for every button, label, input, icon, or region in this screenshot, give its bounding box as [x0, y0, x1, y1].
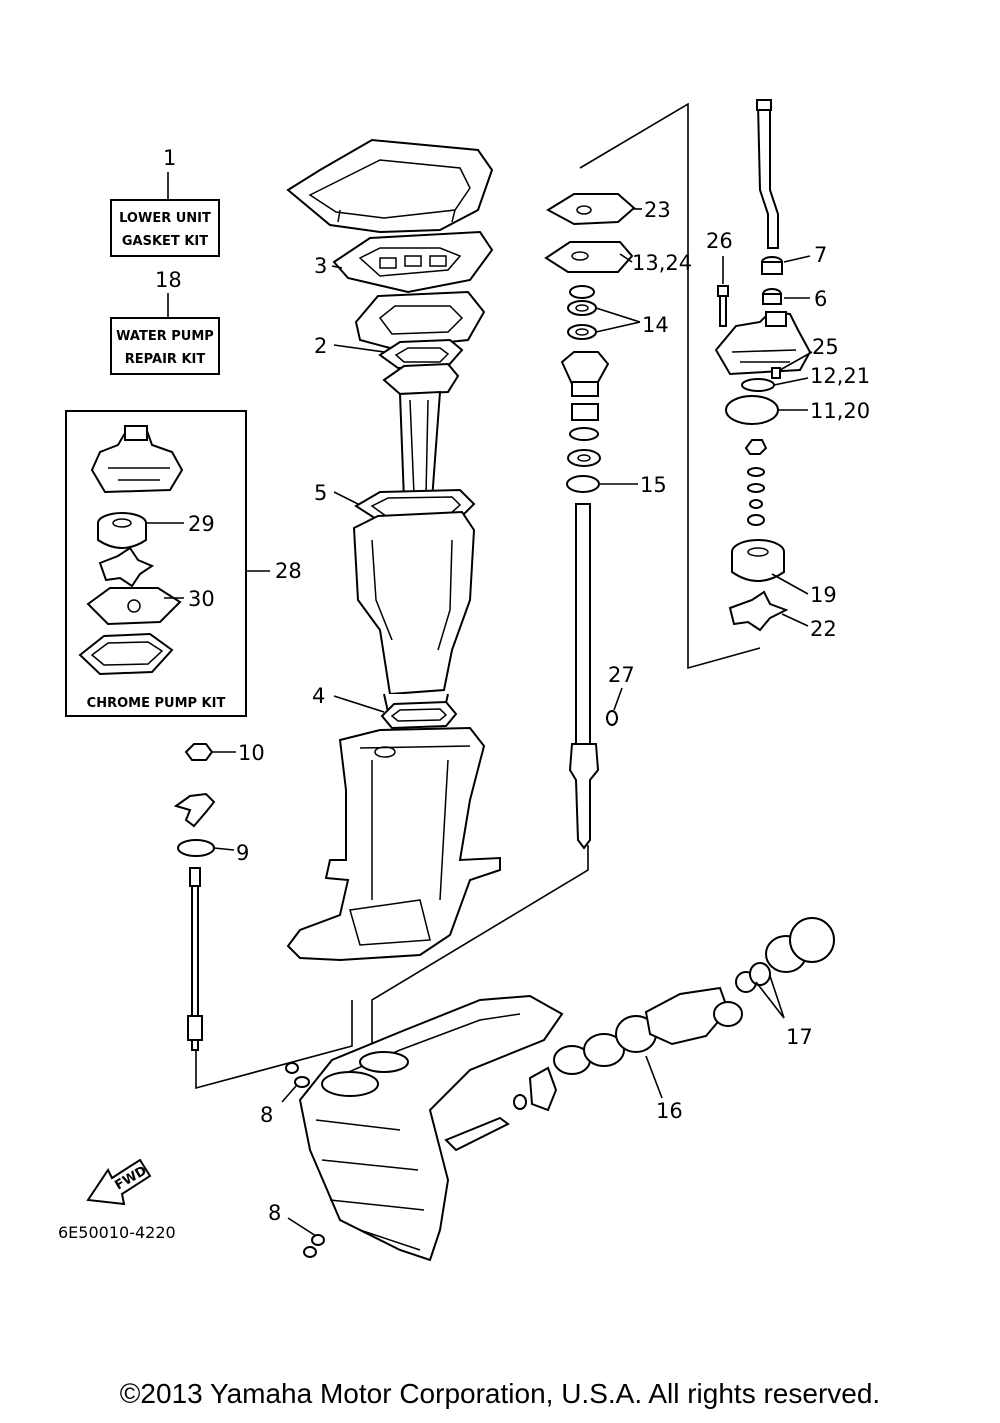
callout-6: 6 [814, 287, 827, 311]
callout-15: 15 [640, 473, 667, 497]
o-ring-15[interactable] [566, 475, 600, 493]
pump-small-parts[interactable] [744, 439, 768, 526]
grommet-6[interactable] [762, 288, 782, 305]
grommet-7[interactable] [761, 256, 783, 275]
plug-8a[interactable] [285, 1062, 310, 1088]
callout-25: 25 [812, 335, 839, 359]
bolt-26[interactable] [717, 285, 729, 327]
diagram-code: 6E50010-4220 [58, 1223, 176, 1242]
plug-8b[interactable] [303, 1234, 325, 1258]
drive-shaft-part[interactable] [568, 503, 600, 850]
gasket-13-24-part[interactable] [544, 241, 634, 273]
chrome-pump-kit[interactable]: CHROME PUMP KIT [65, 410, 247, 717]
callout-8b: 8 [268, 1201, 281, 1225]
seal-housing-part[interactable] [560, 351, 610, 397]
upper-casing-part[interactable] [352, 510, 476, 713]
impeller-22[interactable] [728, 590, 789, 632]
callout-14: 14 [642, 313, 669, 337]
collar-10[interactable] [184, 743, 214, 761]
callout-10: 10 [238, 741, 265, 765]
exhaust-guide-part[interactable] [382, 362, 460, 501]
outer-plate-part [86, 587, 182, 626]
callout-29: 29 [188, 512, 215, 536]
pin-25[interactable] [771, 367, 781, 379]
bushing-rings[interactable] [567, 403, 601, 467]
gasket-4-part[interactable] [380, 700, 458, 730]
fwd-arrow-icon: FWD [86, 1158, 152, 1206]
callout-3: 3 [314, 254, 327, 278]
impeller-part [98, 546, 155, 588]
pump-housing-part [90, 427, 184, 494]
callout-8a: 8 [260, 1103, 273, 1127]
o-ring-9[interactable] [177, 839, 215, 857]
callout-30: 30 [188, 587, 215, 611]
pump-housing-main[interactable] [714, 310, 812, 376]
lower-unit-kit-line1: LOWER UNIT [119, 211, 211, 226]
callout-17: 17 [786, 1025, 813, 1049]
callout-16: 16 [656, 1099, 683, 1123]
callout-11-20: 11,20 [810, 399, 870, 423]
callout-18: 18 [155, 268, 182, 292]
water-pump-kit-line1: WATER PUMP [116, 329, 214, 344]
shift-rod-lever[interactable] [173, 792, 216, 828]
water-pump-repair-kit[interactable]: 18 WATER PUMP REPAIR KIT [110, 268, 220, 375]
lower-unit-kit-line2: GASKET KIT [122, 234, 208, 249]
water-pump-kit-line2: REPAIR KIT [125, 352, 206, 367]
gear-case-part[interactable] [298, 994, 564, 1262]
callout-2: 2 [314, 334, 327, 358]
callout-4: 4 [312, 684, 325, 708]
callout-1: 1 [163, 146, 176, 170]
gasket-3-part[interactable] [332, 230, 494, 294]
callout-23: 23 [644, 198, 671, 222]
callout-13-24: 13,24 [632, 251, 692, 275]
callout-7: 7 [814, 243, 827, 267]
lower-casing-part[interactable] [286, 726, 501, 962]
water-pump-plate-23[interactable] [545, 193, 636, 226]
callout-22: 22 [810, 617, 837, 641]
lower-unit-gasket-kit[interactable]: 1 LOWER UNIT GASKET KIT [110, 146, 220, 257]
bearing-16[interactable] [644, 986, 743, 1046]
exhaust-cover-part[interactable] [286, 138, 494, 234]
oil-seals-14[interactable] [567, 285, 597, 340]
exhaust-plate-part[interactable] [354, 290, 486, 350]
propeller-shaft-assembly[interactable] [444, 1015, 657, 1152]
callout-27: 27 [608, 663, 635, 687]
o-ring-12-21[interactable] [741, 378, 775, 392]
callout-5: 5 [314, 481, 327, 505]
o-ring-11-20[interactable] [725, 395, 779, 425]
insert-cartridge-19[interactable] [731, 539, 785, 582]
callout-19: 19 [810, 583, 837, 607]
chrome-pump-kit-label: CHROME PUMP KIT [87, 696, 226, 711]
callout-12-21: 12,21 [810, 364, 870, 388]
gasket-2-part[interactable] [378, 338, 464, 370]
copyright-notice: ©2013 Yamaha Motor Corporation, U.S.A. A… [119, 1378, 881, 1409]
pin-27[interactable] [606, 710, 618, 726]
water-tube-part[interactable] [756, 99, 779, 249]
shift-rod-part[interactable] [187, 867, 203, 1051]
callout-28: 28 [275, 559, 302, 583]
callout-26: 26 [706, 229, 733, 253]
callout-9: 9 [236, 841, 249, 865]
seals-17[interactable] [735, 917, 835, 993]
